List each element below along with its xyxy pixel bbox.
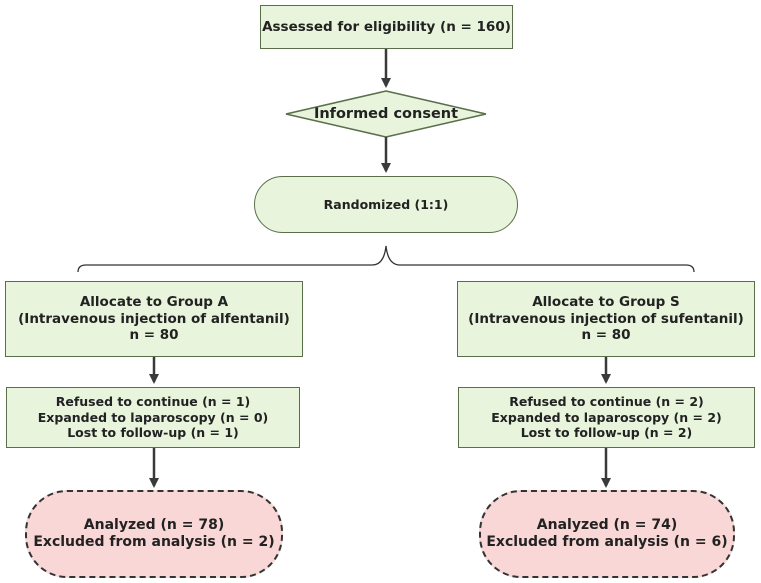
group-s-allocate-box: Allocate to Group S (Intravenous injecti… [457, 281, 755, 357]
group-a-allocate-detail: (Intravenous injection of alfentanil) [18, 310, 290, 327]
group-a-excluded: Excluded from analysis (n = 2) [33, 534, 275, 550]
consent-label: Informed consent [313, 106, 459, 122]
group-a-allocate-box: Allocate to Group A (Intravenous injecti… [5, 281, 303, 357]
group-a-refused: Refused to continue (n = 1) [55, 394, 251, 410]
group-a-expanded: Expanded to laparoscopy (n = 0) [37, 409, 269, 425]
group-a-allocate-n: n = 80 [129, 327, 179, 344]
group-a-analyzed: Analyzed (n = 78) [83, 516, 225, 533]
group-s-allocate-title: Allocate to Group S [532, 293, 680, 310]
eligibility-label: Assessed for eligibility (n = 160) [262, 18, 511, 35]
group-s-refused: Refused to continue (n = 2) [509, 394, 704, 410]
group-a-allocate-title: Allocate to Group A [79, 293, 229, 310]
group-s-expanded: Expanded to laparoscopy (n = 2) [491, 409, 722, 425]
group-s-allocate-n: n = 80 [581, 327, 631, 344]
randomized-label: Randomized (1:1) [323, 196, 449, 212]
group-s-excluded: Excluded from analysis (n = 6) [486, 534, 728, 550]
group-s-followup-box: Refused to continue (n = 2) Expanded to … [458, 387, 755, 448]
randomized-box: Randomized (1:1) [254, 176, 518, 233]
group-a-analysis-box: Analyzed (n = 78) Excluded from analysis… [25, 490, 283, 578]
group-a-lost: Lost to follow-up (n = 1) [67, 425, 239, 441]
eligibility-box: Assessed for eligibility (n = 160) [260, 5, 513, 49]
group-s-analyzed: Analyzed (n = 74) [536, 516, 678, 533]
group-s-analysis-box: Analyzed (n = 74) Excluded from analysis… [479, 490, 735, 578]
group-s-lost: Lost to follow-up (n = 2) [520, 425, 693, 441]
group-s-allocate-detail: (Intravenous injection of sufentanil) [468, 310, 744, 327]
group-a-followup-box: Refused to continue (n = 1) Expanded to … [6, 387, 300, 448]
allocation-brace [77, 245, 695, 273]
